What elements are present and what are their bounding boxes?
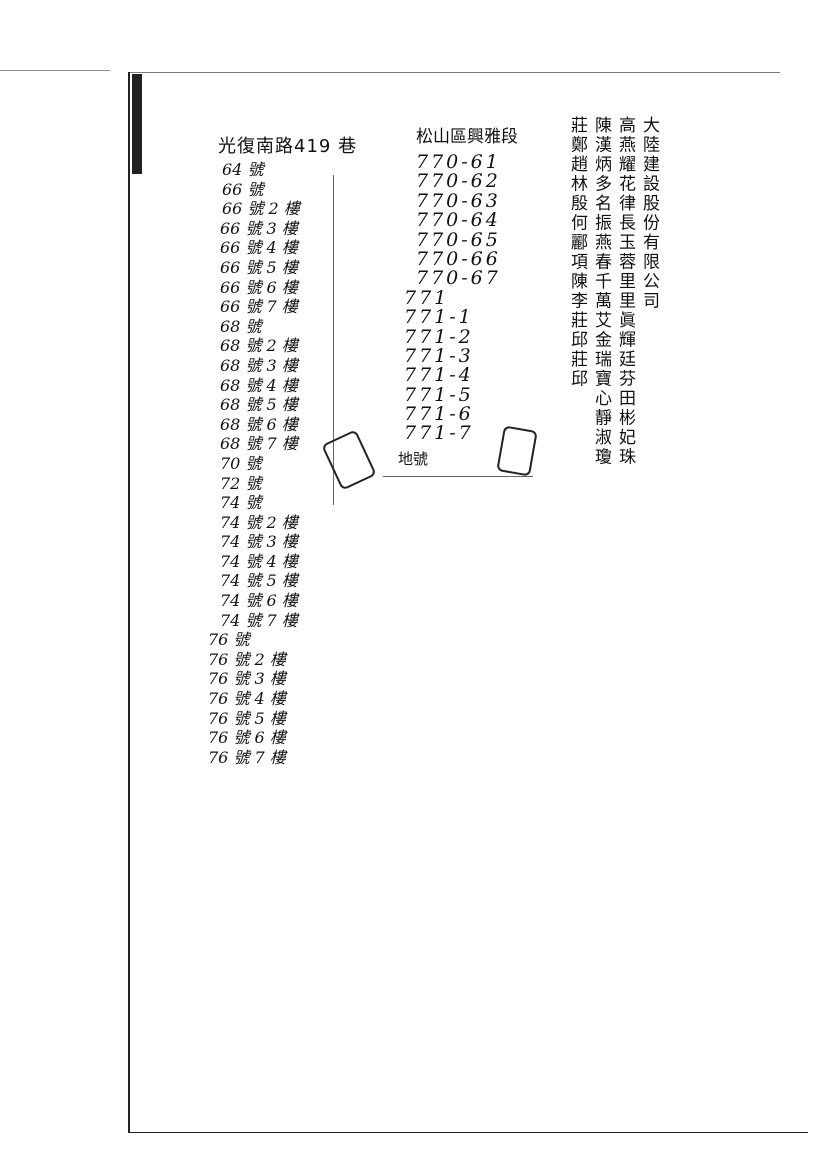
address-row: 74 號: [220, 493, 262, 513]
address-row: 76 號 2 樓: [208, 649, 286, 669]
lot-row: 771-6: [404, 403, 474, 426]
address-row: 68 號 2 樓: [220, 336, 298, 356]
address-row: 76 號 5 樓: [208, 708, 286, 728]
address-row: 68 號 3 樓: [220, 355, 298, 375]
lot-row: 771-2: [404, 325, 474, 348]
address-row: 66 號 3 樓: [220, 218, 298, 238]
address-row: 76 號 4 樓: [208, 689, 286, 709]
lot-row: 771-5: [404, 383, 474, 406]
scan-border-top: [130, 72, 780, 73]
lot-row: 770-63: [416, 189, 501, 212]
lot-row: 771: [404, 286, 450, 309]
lot-row: 770-66: [416, 247, 501, 270]
address-row: 74 號 4 樓: [220, 551, 298, 571]
scan-line-left: [0, 70, 110, 71]
scan-border-left: [128, 72, 130, 1132]
address-row: 72 號: [220, 473, 262, 493]
owner-name-column: 大陸建設股份有限公司: [639, 116, 659, 311]
lot-header: 松山區興雅段: [416, 127, 518, 147]
lot-row: 770-64: [416, 209, 501, 232]
lot-row: 771-7: [404, 422, 474, 445]
address-row: 66 號 7 樓: [220, 297, 298, 317]
address-row: 66 號 4 樓: [220, 238, 298, 258]
address-row: 74 號 5 樓: [220, 571, 298, 591]
lot-footer: 地號: [398, 449, 429, 468]
address-row: 70 號: [220, 453, 262, 473]
lot-row: 770-67: [416, 267, 501, 290]
address-row: 74 號 6 樓: [220, 591, 298, 611]
paste-edge-bottom: [383, 476, 533, 477]
owner-name-column: 莊鄭趙林殷何酈項陳李莊邱莊邱: [567, 116, 587, 389]
owner-name-column: 高燕耀花律長玉蓉里里眞輝廷芬田彬妃珠: [615, 116, 635, 467]
address-row: 66 號 6 樓: [220, 277, 298, 297]
owner-name-column: 陳漢炳多名振燕春千萬艾金瑞寶心靜淑瓊: [591, 116, 611, 467]
address-row: 68 號 5 樓: [220, 395, 298, 415]
lot-row: 771-1: [404, 306, 474, 329]
lot-row: 770-62: [416, 170, 501, 193]
address-row: 76 號 3 樓: [208, 669, 286, 689]
address-row: 66 號: [222, 179, 264, 199]
address-row: 68 號 7 樓: [220, 434, 298, 454]
address-header: 光復南路419 巷: [218, 136, 358, 157]
address-row: 76 號 6 樓: [208, 728, 286, 748]
address-row: 64 號: [222, 160, 264, 179]
scan-tab-edge: [132, 74, 142, 174]
address-row: 66 號 2 樓: [222, 199, 300, 219]
lot-row: 770-61: [416, 151, 501, 173]
paste-edge-right: [333, 175, 334, 505]
address-row: 76 號 7 樓: [208, 747, 286, 767]
address-row: 76 號: [208, 630, 250, 650]
address-row: 66 號 5 樓: [220, 257, 298, 277]
address-row: 68 號: [220, 316, 262, 336]
address-row: 74 號 7 樓: [220, 610, 298, 630]
owner-columns: 大陸建設股份有限公司高燕耀花律長玉蓉里里眞輝廷芬田彬妃珠陳漢炳多名振燕春千萬艾金…: [567, 116, 659, 467]
scan-border-bottom: [128, 1132, 808, 1133]
lot-row: 770-65: [416, 228, 501, 251]
address-row: 74 號 3 樓: [220, 532, 298, 552]
address-row: 68 號 4 樓: [220, 375, 298, 395]
address-row: 74 號 2 樓: [220, 512, 298, 532]
lot-row: 771-4: [404, 364, 474, 387]
lot-row: 771-3: [404, 344, 474, 367]
address-row: 68 號 6 樓: [220, 414, 298, 434]
